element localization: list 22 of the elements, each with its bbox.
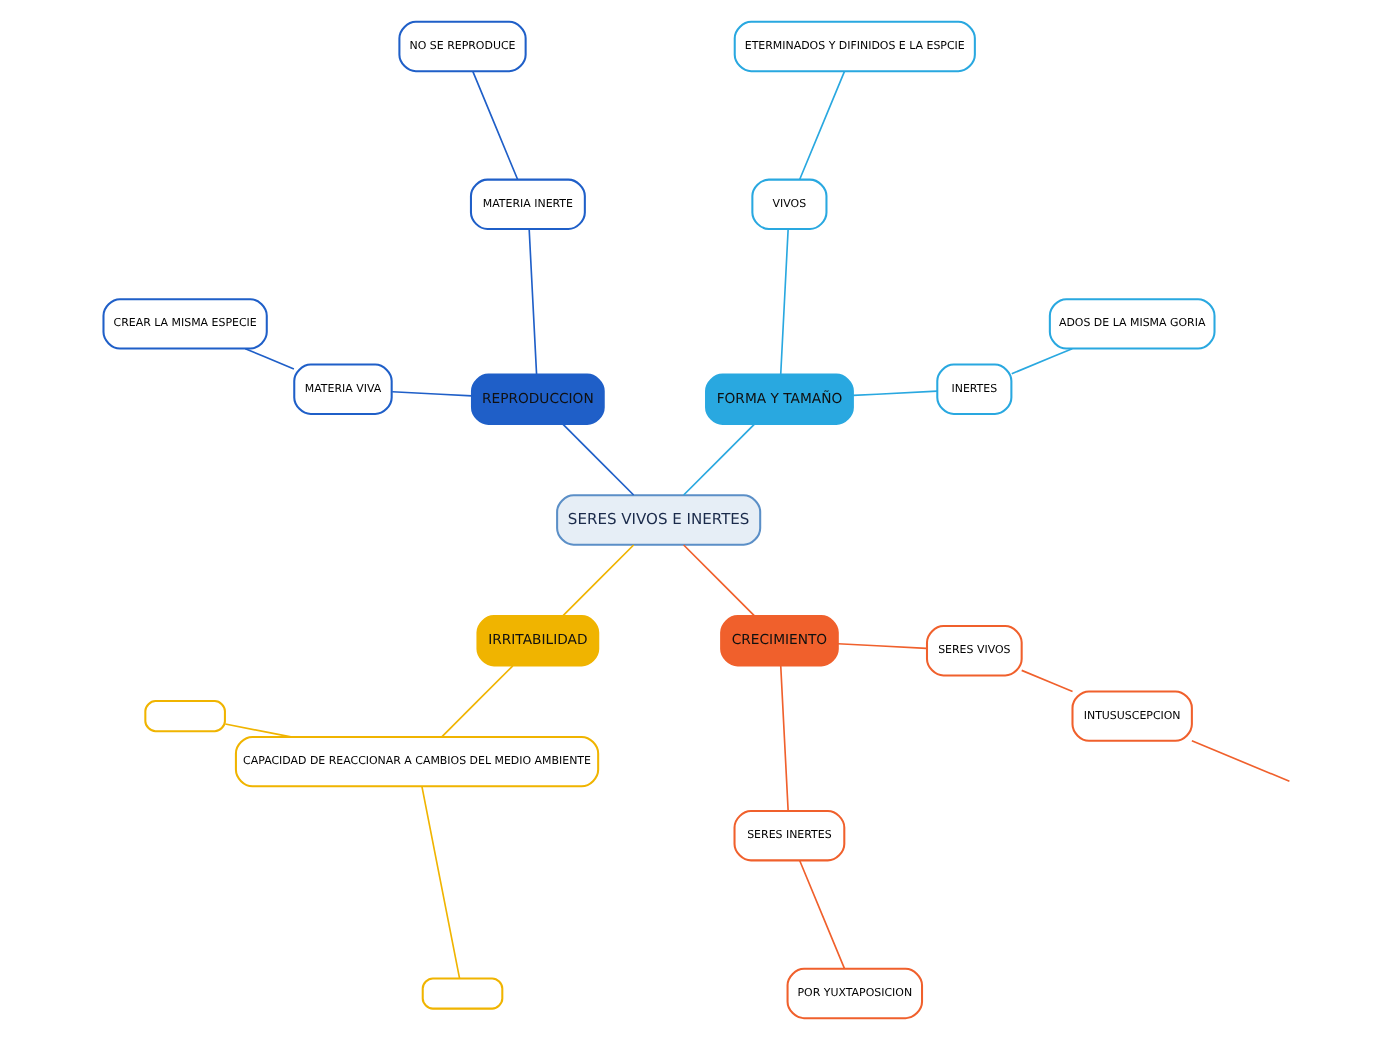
connector — [1190, 740, 1290, 783]
connector — [851, 390, 937, 397]
node-box — [420, 977, 503, 1010]
connector — [420, 785, 460, 980]
connector — [797, 859, 845, 970]
connector — [223, 723, 291, 738]
connector — [561, 423, 634, 496]
connector — [440, 665, 513, 738]
connector — [778, 665, 788, 812]
connector — [681, 423, 755, 496]
connector — [797, 70, 845, 181]
connector — [390, 390, 472, 397]
connector — [243, 347, 294, 370]
connector — [527, 228, 537, 375]
connector — [1019, 669, 1073, 693]
connector — [681, 544, 755, 617]
node-box — [143, 700, 225, 733]
connector — [836, 642, 927, 650]
connector — [561, 544, 634, 617]
connector — [471, 70, 518, 181]
connector — [778, 228, 788, 375]
connector — [1009, 347, 1073, 375]
